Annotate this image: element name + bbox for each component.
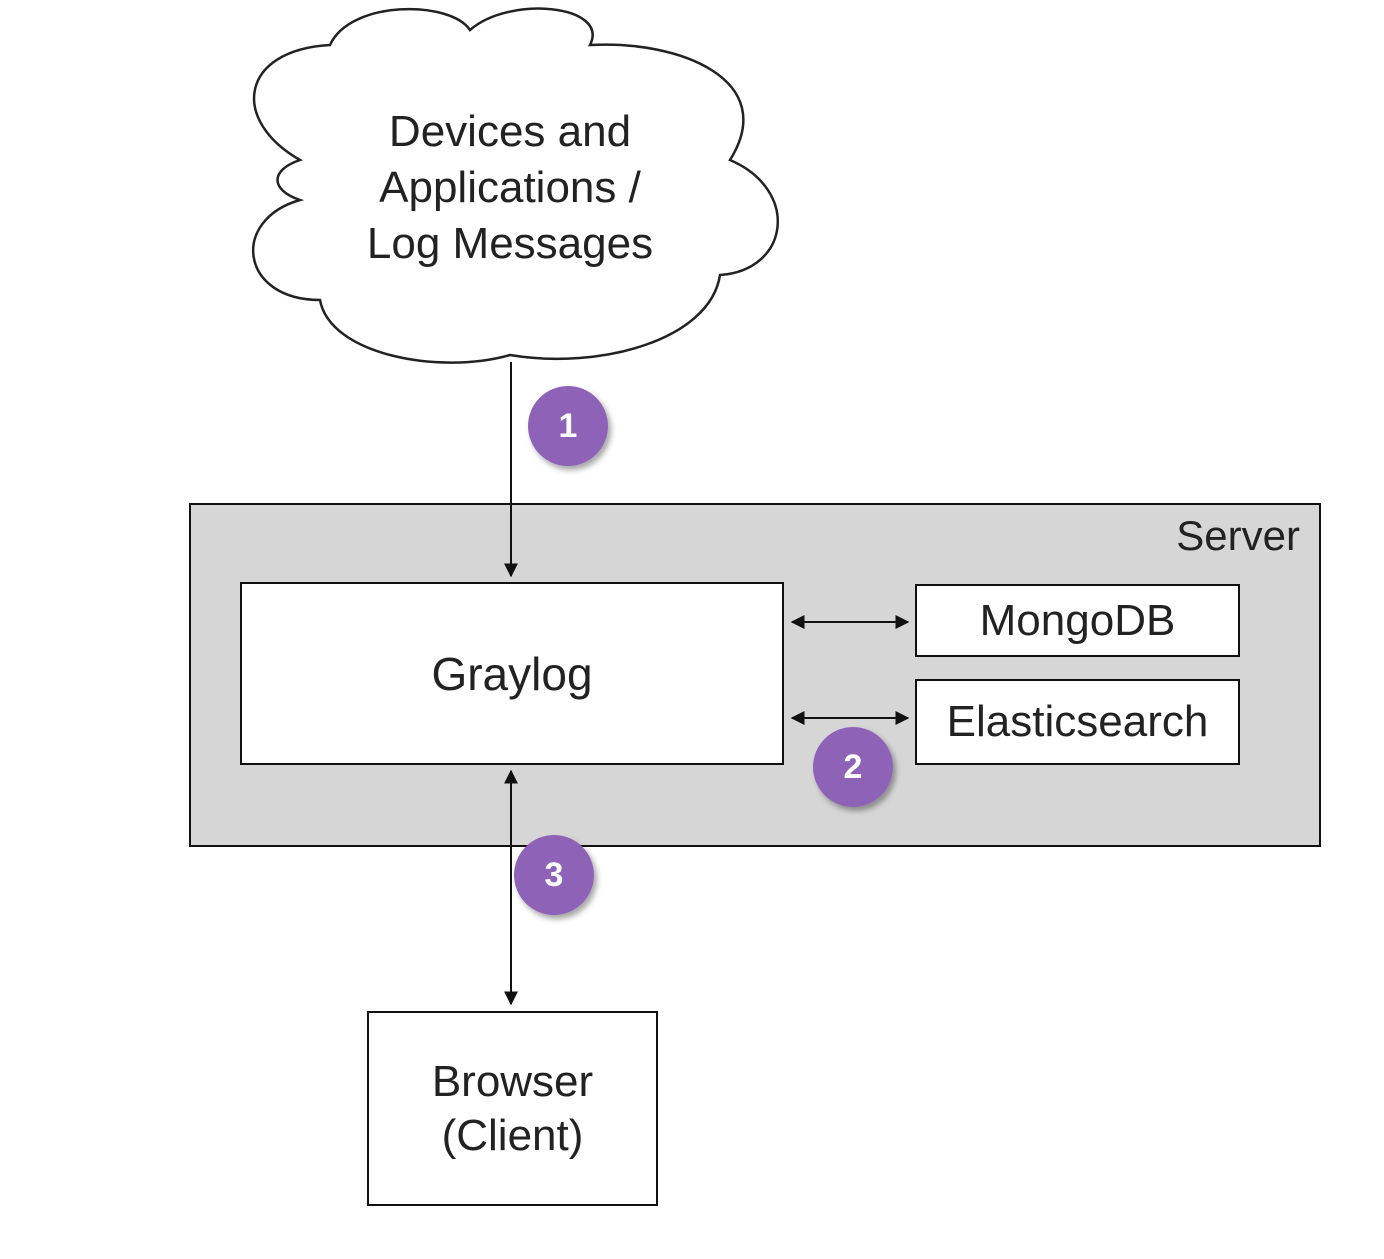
elasticsearch-label: Elasticsearch — [946, 697, 1209, 746]
cloud-label-line-3: Log Messages — [366, 219, 654, 268]
mongodb-label: MongoDB — [979, 595, 1176, 645]
step-1-number: 1 — [558, 406, 578, 445]
browser-label-line-1: Browser — [431, 1056, 594, 1106]
mongodb-box — [915, 584, 1240, 657]
cloud-label: Devices and Applications / Log Messages — [300, 104, 720, 272]
graylog-label: Graylog — [431, 647, 593, 700]
step-2-badge — [813, 727, 893, 807]
cloud-shape — [251, 7, 779, 364]
cloud-label-line-1: Devices and — [388, 107, 632, 156]
browser-label-line-2: (Client) — [441, 1110, 584, 1160]
graylog-box — [240, 582, 784, 765]
elasticsearch-box — [915, 679, 1240, 765]
step-2-number: 2 — [843, 747, 863, 786]
server-label: Server — [1176, 512, 1300, 559]
browser-box — [367, 1011, 658, 1206]
browser-label: Browser (Client) — [368, 1012, 657, 1205]
step-1-badge — [528, 386, 608, 466]
cloud-label-line-2: Applications / — [379, 163, 641, 212]
step-3-badge — [514, 835, 594, 915]
step-3-number: 3 — [544, 855, 564, 894]
